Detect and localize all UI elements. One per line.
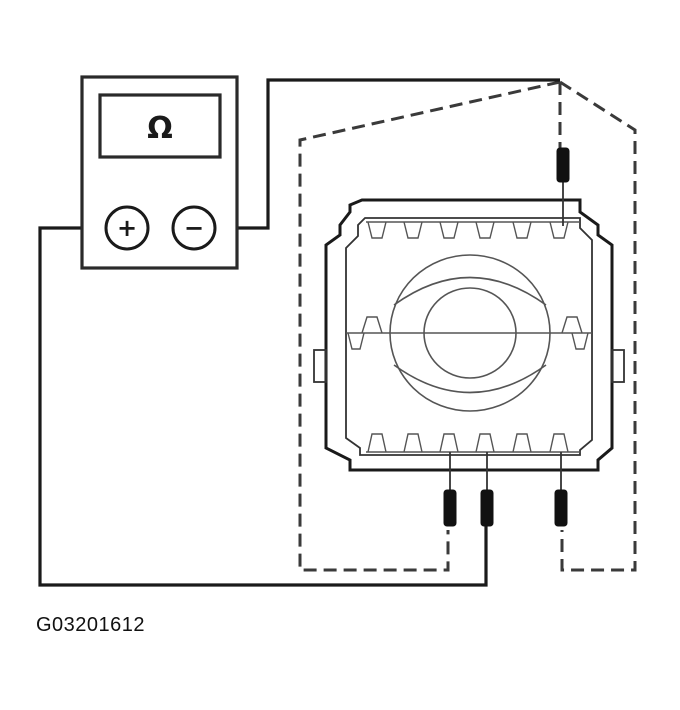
connector-inner-body	[345, 217, 593, 456]
dashed-test-leads	[298, 80, 637, 572]
ohm-symbol: Ω	[147, 111, 173, 146]
negative-terminal-label: −	[184, 214, 204, 242]
bottom-probe-3	[554, 452, 568, 527]
positive-terminal-label: +	[117, 214, 137, 242]
lower-arc	[393, 364, 547, 394]
top-pin-row	[366, 221, 580, 239]
ohmmeter-display	[98, 93, 222, 159]
connector-component	[313, 198, 625, 472]
solid-test-leads	[38, 78, 560, 587]
figure-code: G03201612	[36, 614, 146, 636]
positive-terminal	[104, 205, 150, 251]
top-probe	[556, 147, 570, 226]
probes	[443, 147, 570, 527]
ohmmeter: Ω + −	[80, 75, 239, 270]
bottom-pin-row	[366, 433, 580, 453]
middle-ring	[423, 287, 517, 379]
outer-ring	[389, 254, 551, 412]
right-side-tab	[611, 349, 625, 383]
bottom-probe-1	[443, 452, 457, 527]
left-side-tab	[313, 349, 327, 383]
upper-arc	[393, 276, 547, 306]
connector-outer-body	[324, 198, 614, 472]
bottom-probe-2	[480, 452, 494, 527]
center-divider	[346, 316, 592, 350]
negative-terminal	[171, 205, 217, 251]
